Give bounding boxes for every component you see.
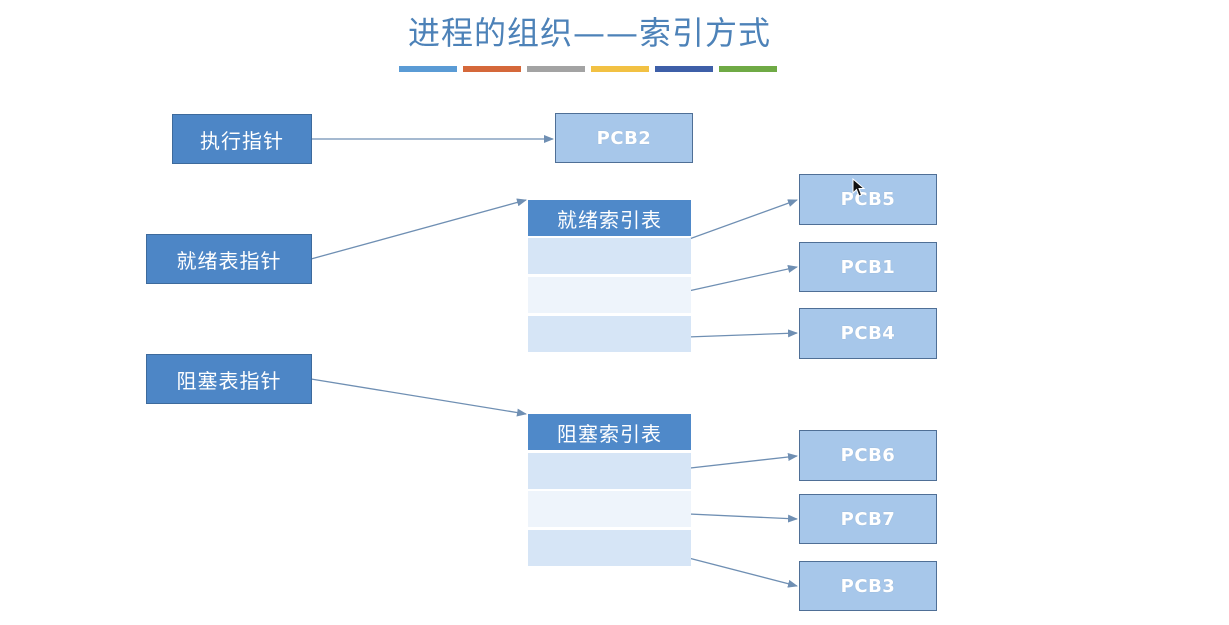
blocked-index-row-2 xyxy=(528,491,691,527)
title-color-bar xyxy=(399,66,777,72)
ready-index-row-2 xyxy=(528,277,691,313)
color-swatch-5 xyxy=(655,66,713,72)
ready-index-row-3 xyxy=(528,316,691,352)
pcb-blocked-1: PCB6 xyxy=(799,430,937,481)
pcb-ready-3: PCB4 xyxy=(799,308,937,359)
arrow-ready-ptr-to-table xyxy=(310,198,527,260)
color-swatch-6 xyxy=(719,66,777,72)
blocked-index-row-3 xyxy=(528,530,691,566)
pcb-ready-1: PCB5 xyxy=(799,174,937,225)
arrow-blocked-ptr-to-table xyxy=(310,378,527,417)
mouse-cursor-icon xyxy=(852,178,866,197)
color-swatch-1 xyxy=(399,66,457,72)
pcb-blocked-2: PCB7 xyxy=(799,494,937,544)
ready-index-table-header: 就绪索引表 xyxy=(528,200,691,236)
pcb-blocked-3: PCB3 xyxy=(799,561,937,611)
exec-pointer-box: 执行指针 xyxy=(172,114,312,164)
ready-pointer-box: 就绪表指针 xyxy=(146,234,312,284)
pcb-running: PCB2 xyxy=(555,113,693,163)
blocked-pointer-box: 阻塞表指针 xyxy=(146,354,312,404)
pcb-ready-2: PCB1 xyxy=(799,242,937,292)
color-swatch-2 xyxy=(463,66,521,72)
color-swatch-3 xyxy=(527,66,585,72)
color-swatch-4 xyxy=(591,66,649,72)
page-title: 进程的组织——索引方式 xyxy=(407,14,771,52)
ready-index-row-1 xyxy=(528,238,691,274)
blocked-index-table-header: 阻塞索引表 xyxy=(528,414,691,450)
blocked-index-row-1 xyxy=(528,453,691,489)
